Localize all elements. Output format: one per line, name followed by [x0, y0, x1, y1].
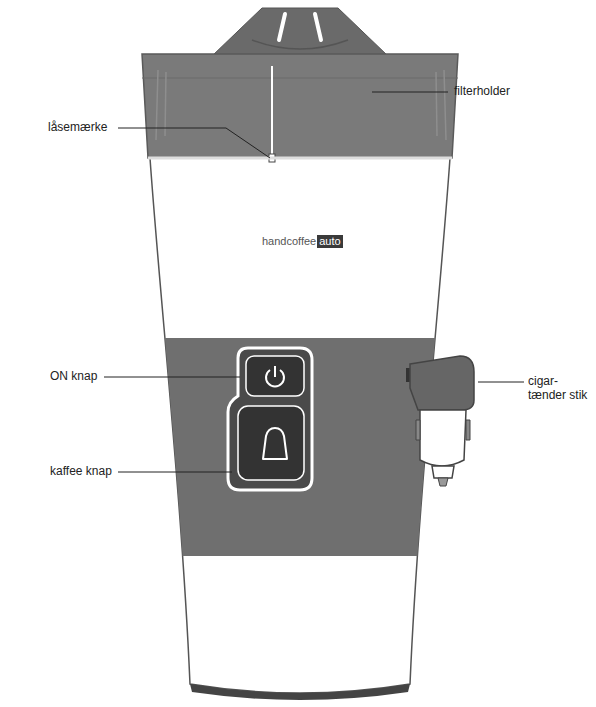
- spout-ridge: [252, 40, 348, 49]
- leader-line: [104, 377, 240, 378]
- base-rim: [190, 684, 410, 700]
- part-label: filterholder: [454, 84, 510, 98]
- spout: [212, 8, 388, 56]
- spout-slits: [279, 14, 321, 40]
- cap-grips: [156, 70, 446, 140]
- power-icon-bar: [274, 366, 276, 377]
- plug-springs: [416, 420, 470, 440]
- part-label: låsemærke: [48, 120, 107, 134]
- leader-line: [372, 92, 448, 93]
- part-label: cigar-tænder stik: [528, 374, 592, 403]
- part-label: ON knap: [50, 369, 97, 383]
- plug-head: [410, 356, 474, 410]
- filter-holder: [142, 54, 458, 158]
- logo-badge: auto: [317, 235, 342, 248]
- on-button: [246, 356, 304, 396]
- logo-text: handcoffee: [262, 235, 316, 248]
- leader-line: [118, 472, 232, 473]
- coffee-button: [238, 406, 304, 480]
- cap-seam: [148, 157, 452, 160]
- plug-contact: [438, 478, 448, 486]
- leader-line: [118, 128, 270, 158]
- plug-tip: [432, 466, 454, 478]
- plug-body: [420, 410, 466, 466]
- cap-edge: [142, 78, 458, 79]
- button-panel: [228, 348, 312, 490]
- grip-band: [100, 338, 500, 556]
- part-label: kaffee knap: [50, 464, 112, 478]
- leader-line: [478, 382, 524, 383]
- lock-mark: [271, 66, 273, 154]
- cup-icon: [263, 428, 287, 459]
